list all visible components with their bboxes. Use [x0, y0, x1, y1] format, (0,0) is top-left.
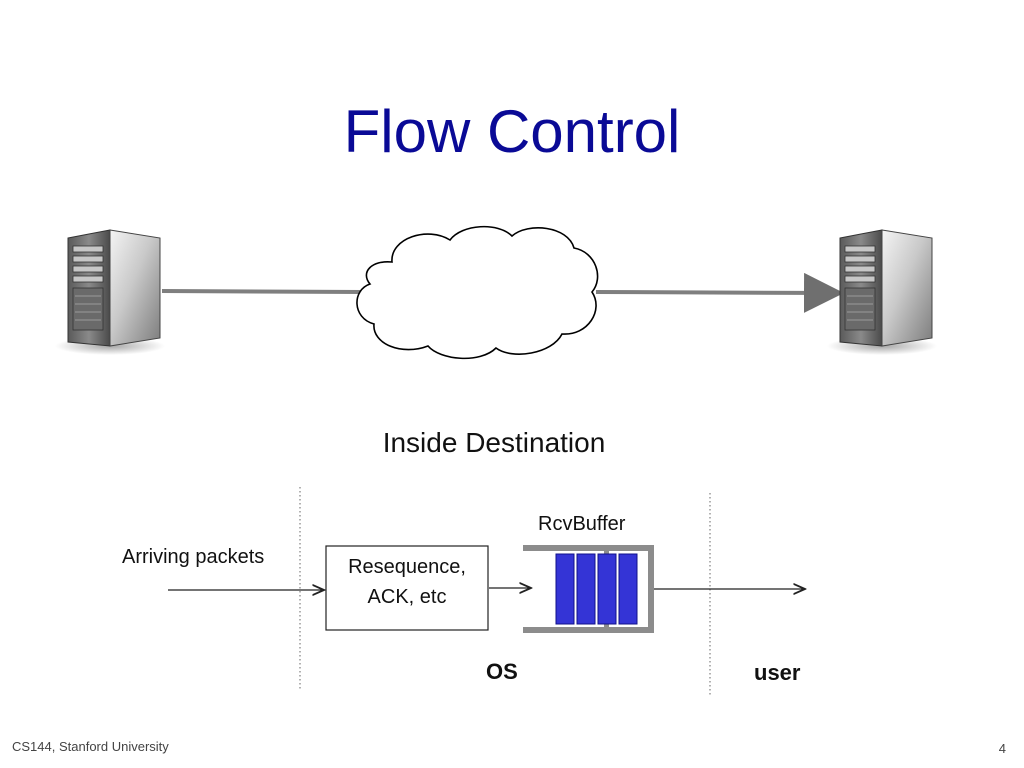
packet-block — [597, 553, 617, 625]
packet-block — [555, 553, 575, 625]
resequence-box — [325, 545, 489, 631]
packet-block — [618, 553, 638, 625]
server-icon — [827, 229, 937, 355]
packet-block — [576, 553, 596, 625]
inside-destination-label: Inside Destination — [382, 427, 606, 458]
rcvbuffer-label: RcvBuffer — [538, 513, 626, 535]
slide-title: Flow Control — [343, 98, 681, 165]
cloud-icon — [356, 225, 599, 360]
footer-course-label: CS144, Stanford University — [12, 739, 169, 754]
resequence-line-1: Resequence, — [348, 556, 466, 578]
link-line-left — [161, 289, 363, 294]
link-line-right — [595, 272, 844, 313]
os-label: OS — [486, 659, 518, 684]
page-number: 4 — [998, 741, 1006, 756]
rcv-buffer — [523, 545, 654, 633]
resequence-line-2: ACK, etc — [367, 586, 447, 608]
server-icon — [55, 229, 165, 355]
user-label: user — [754, 660, 801, 685]
resequence-box-label: Resequence, ACK, etc — [326, 552, 488, 612]
arriving-packets-label: Arriving packets — [122, 546, 265, 568]
